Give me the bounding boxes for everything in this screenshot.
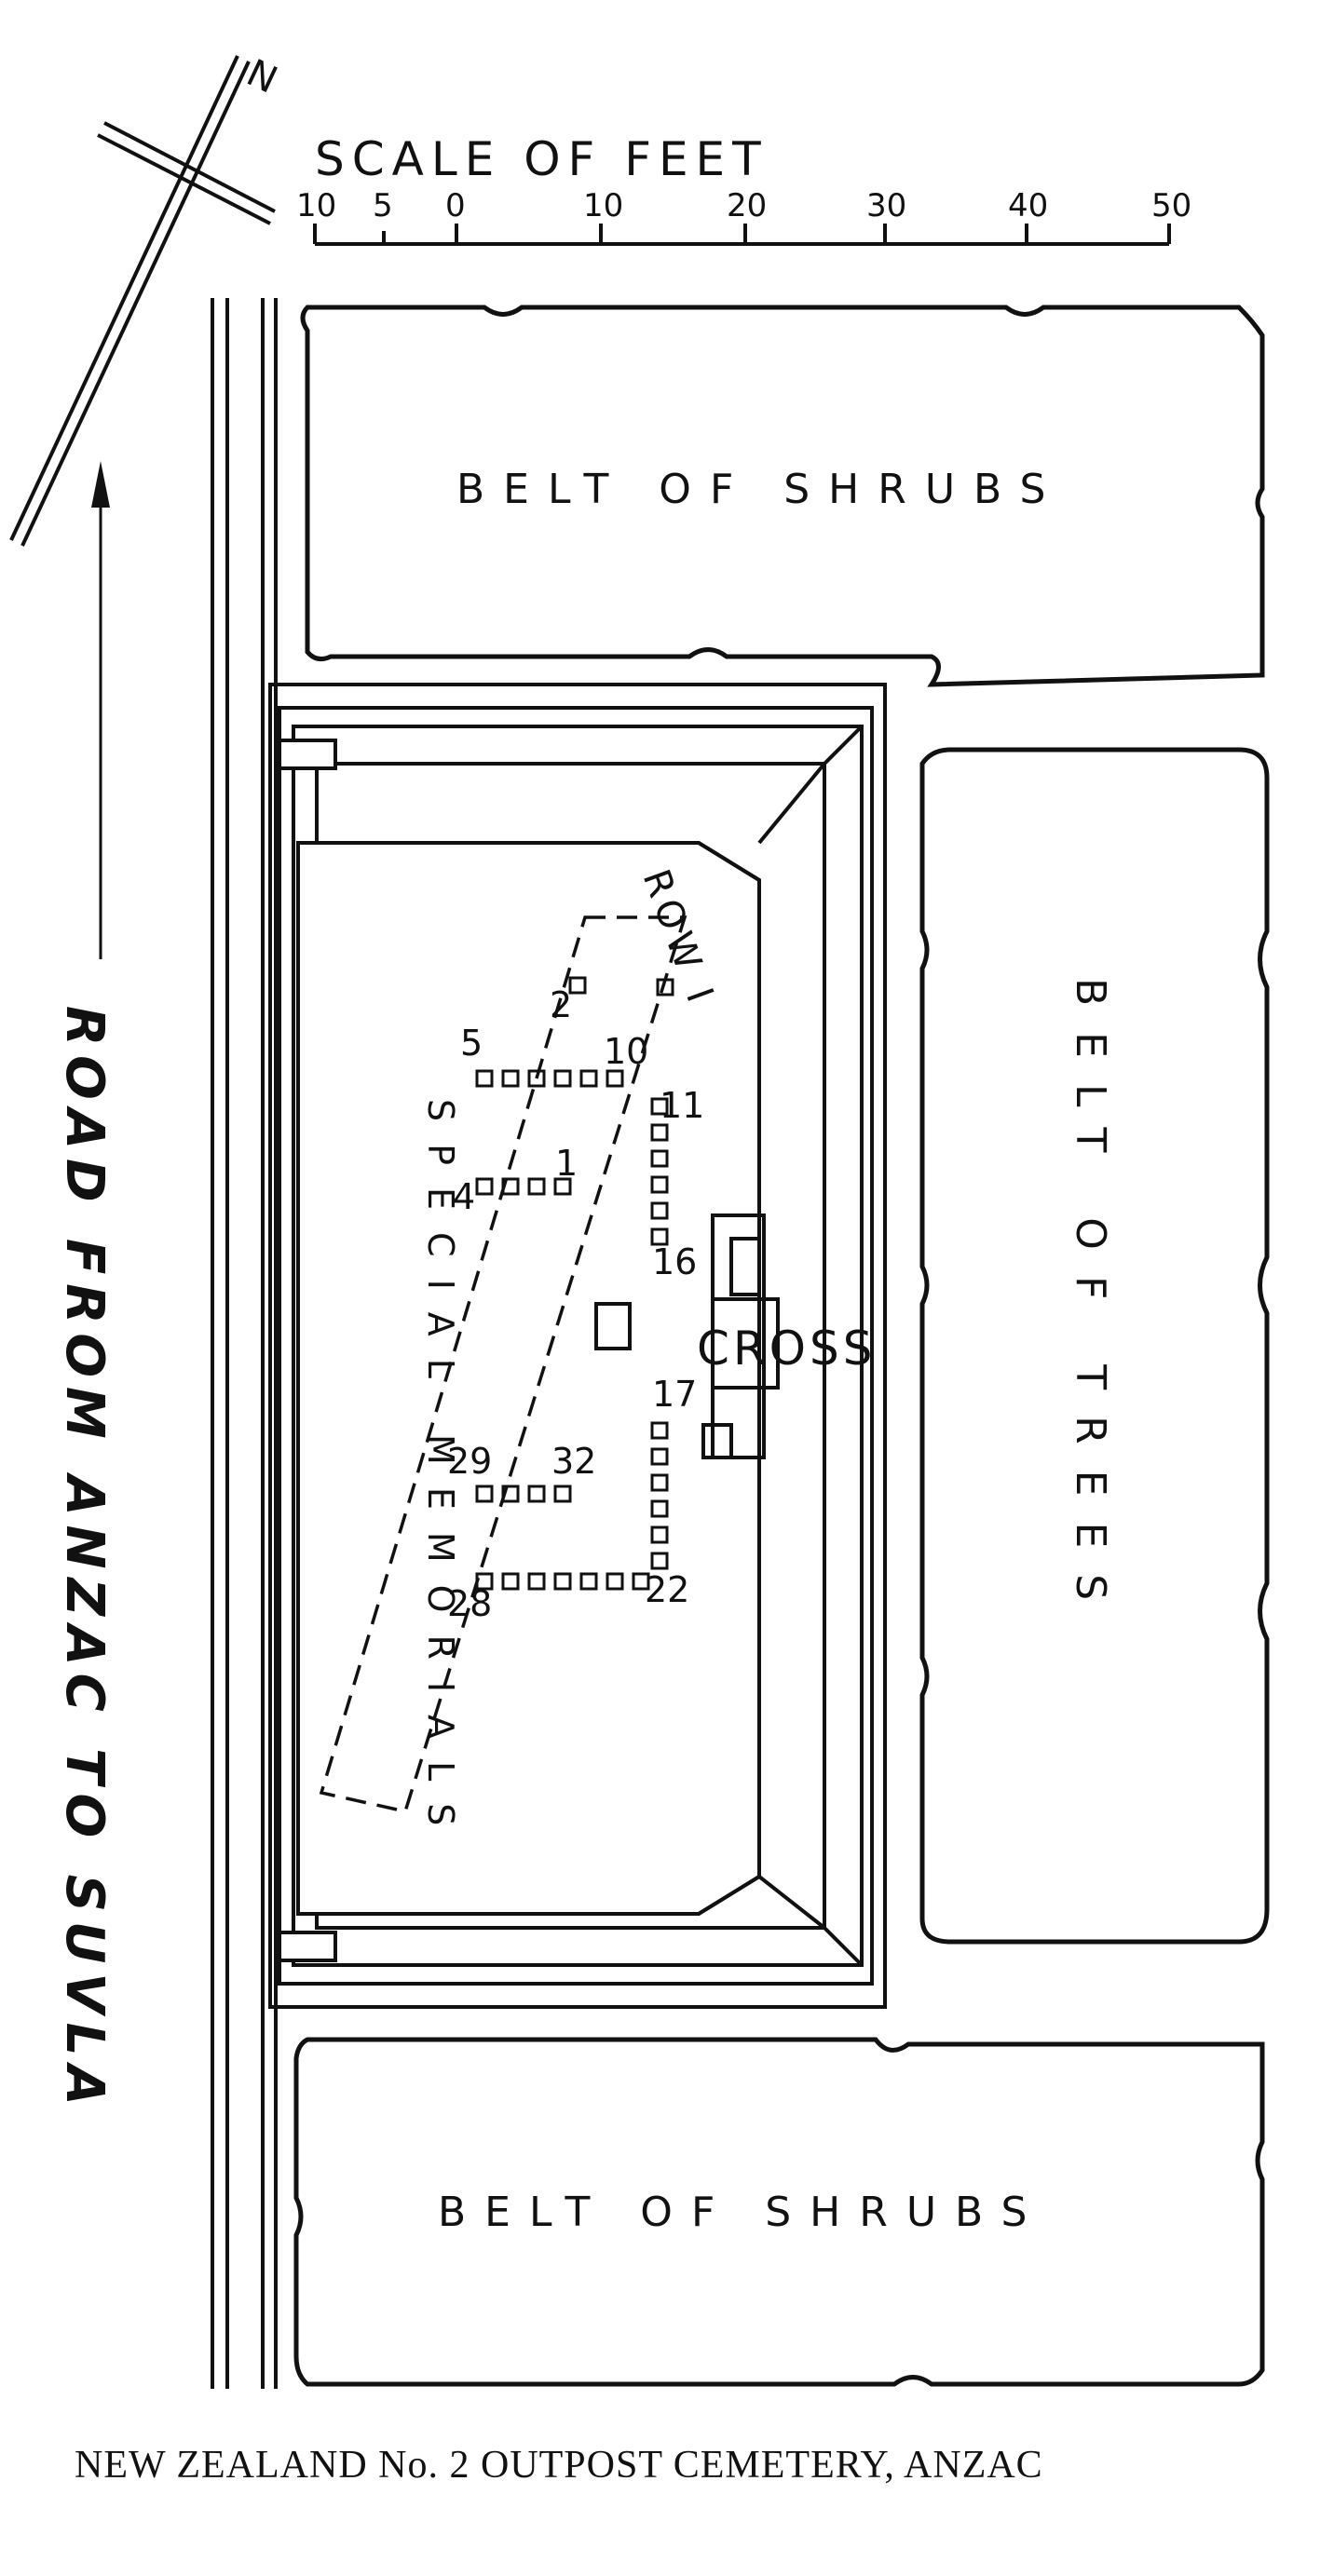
scale-tick: 20 [727,187,767,224]
right-tree-belt [919,747,1270,1945]
scale-title: SCALE OF FEET [315,132,769,186]
grave-number: 4 [453,1176,475,1217]
scale-tick: 10 [583,187,623,224]
grave-plot [650,1097,669,1116]
grave-number: 2 [550,984,572,1025]
grave-plot [527,1177,546,1196]
road-lines [211,298,278,2389]
grave-number: 17 [652,1374,697,1415]
grave-plot [650,1499,669,1518]
grave-plot [553,1069,572,1088]
bottom-belt-label: BELT OF SHRUBS [438,2189,1045,2236]
grave-plot [553,1485,572,1503]
road-label: ROAD FROM ANZAC TO SUVLA [54,1006,115,2115]
grave-plot [475,1069,494,1088]
grave-plot [501,1572,520,1591]
grave-plot [579,1069,598,1088]
scale-tick: 50 [1151,187,1191,224]
grave-plot [650,1447,669,1466]
cross-label: CROSS [697,1322,877,1376]
top-belt-label: BELT OF SHRUBS [456,466,1064,513]
grave-number: 10 [604,1031,648,1072]
cemetery-walls [268,683,887,2009]
grave-plot [656,978,674,997]
grave-plot [650,1175,669,1194]
grave-plot [553,1177,572,1196]
scale-ticks: 10 5 0 10 20 30 40 50 [296,187,1191,224]
grave-plot [650,1525,669,1544]
grave-plot [650,1149,669,1168]
grave-plot [475,1485,494,1503]
right-belt-label: BELT OF TREES [1067,978,1114,1626]
grave-plot [632,1572,650,1591]
scale-tick: 30 [866,187,906,224]
scale-tick: 5 [373,187,393,224]
grave-number-labels: 1 2 4 5 10 11 16 17 22 28 29 32 [447,984,704,1624]
central-plot [594,1302,632,1350]
grave-plot [650,1552,669,1570]
grave-plot [501,1069,520,1088]
grave-plot [650,1473,669,1492]
special-memorials-area [319,915,687,1814]
grave-plot [527,1069,546,1088]
grave-plot [650,1227,669,1246]
graves [475,976,674,1591]
special-memorials-label: SPECIAL MEMORIALS [420,1099,461,1848]
grave-number: 5 [460,1023,483,1064]
grave-number: 16 [652,1241,697,1282]
grave-number: 22 [645,1569,689,1610]
grave-plot [527,1485,546,1503]
scale-tick: 0 [445,187,466,224]
grave-plot [527,1572,546,1591]
grave-plot [650,1421,669,1440]
road-direction-arrow [91,461,110,959]
grave-plot [475,1177,494,1196]
north-marker: N [240,51,284,102]
north-arrow [9,55,276,547]
special-memorials-label-group: SPECIAL MEMORIALS [420,1099,461,1848]
grave-plot [650,1123,669,1142]
grave-plot [475,1572,494,1591]
grave-number: 28 [447,1583,492,1624]
grave-number: 11 [660,1085,704,1126]
scale-tick: 10 [296,187,336,224]
scale-tick: 40 [1008,187,1048,224]
grave-plot [606,1572,624,1591]
grave-plot [568,976,587,995]
grave-plot [579,1572,598,1591]
grave-plot [501,1485,520,1503]
top-shrub-belt [300,305,1265,687]
grave-number: 1 [555,1143,578,1184]
grave-plot [553,1572,572,1591]
grave-plot [501,1177,520,1196]
grave-number: 29 [447,1441,492,1482]
bottom-shrub-belt [293,2037,1265,2387]
grave-number: 32 [551,1441,596,1482]
cross-monument [701,1213,780,1459]
map-caption: NEW ZEALAND No. 2 OUTPOST CEMETERY, ANZA… [75,2444,1043,2487]
grave-plot [650,1201,669,1220]
scale-bar [313,224,1171,246]
grave-plot [606,1069,624,1088]
